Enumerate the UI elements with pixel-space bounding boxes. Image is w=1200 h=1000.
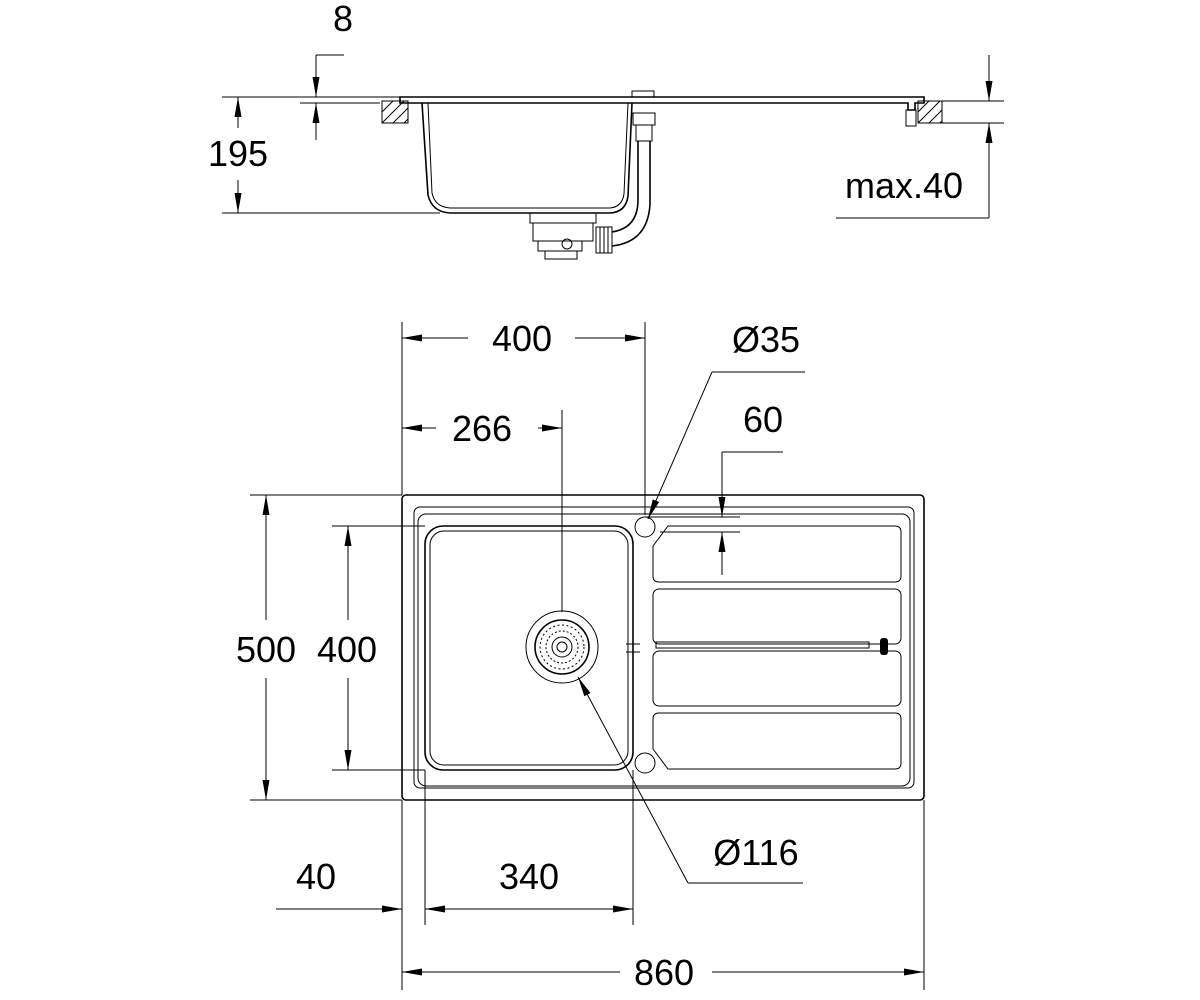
overflow-hole [634,752,656,774]
dim-label-266: 266 [452,408,512,449]
dim-bowl-depth-plan: 400 [317,525,425,771]
dim-bowl-depth: 195 [208,96,440,214]
dim-label-d35: Ø35 [732,319,800,360]
sink-top-plate [399,90,925,127]
dim-max-worktop: max.40 [836,55,1004,219]
dim-tap-offset: 60 [645,399,783,575]
overflow-pipe [611,112,656,247]
tap-hole [634,516,656,538]
dim-rim-and-bowl-width: 40 340 [276,770,634,990]
dim-width-to-tap: 400 [401,318,646,515]
plan-view: 400 266 Ø35 60 [236,318,925,993]
bowl-section [421,102,633,214]
worktop-right [917,100,943,124]
dim-width-to-drain: 266 [402,408,563,612]
waste-strainer [525,610,599,684]
dim-label-max40: max.40 [845,165,963,206]
drain-fitting [529,212,613,260]
dim-label-340: 340 [499,856,559,897]
dim-label-60: 60 [743,399,783,440]
dim-overall-depth: 500 [236,494,402,801]
dim-tap-hole-diameter: Ø35 [647,319,805,520]
dim-label-500: 500 [236,629,296,670]
dim-label-195: 195 [208,133,268,174]
dim-label-40: 40 [296,856,336,897]
dim-label-d116: Ø116 [713,832,798,873]
dim-label-400-left: 400 [317,629,377,670]
dim-label-400-top: 400 [492,318,552,359]
dim-waste-diameter: Ø116 [577,676,803,884]
dim-overall-width: 860 [402,800,925,993]
dim-label-860: 860 [634,952,694,993]
sink-outline [401,494,925,801]
drainer-grooves [626,525,902,770]
dim-label-8: 8 [333,0,353,39]
worktop-left [381,100,409,124]
bowl-plan [424,525,634,771]
dim-lip-thickness: 8 [300,0,400,140]
side-section-view: 8 195 max.40 [208,0,1004,260]
